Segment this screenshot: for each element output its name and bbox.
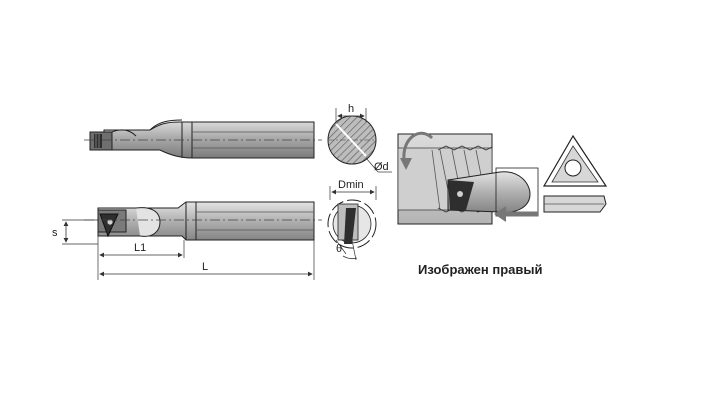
- label-s: s: [52, 227, 58, 239]
- bar-top-view: [84, 119, 322, 159]
- insert-top-view: [542, 134, 608, 187]
- orientation-caption: Изображен правый: [418, 262, 543, 277]
- bar-side-view: [84, 201, 322, 241]
- label-l1: L1: [134, 242, 146, 254]
- insert-side-view: [543, 195, 607, 213]
- label-h: h: [348, 103, 354, 115]
- dimension-s: s: [52, 219, 98, 245]
- label-dmin: Dmin: [338, 179, 364, 191]
- dimension-l1: L1: [97, 236, 185, 280]
- dmin-detail: Dmin θ: [327, 179, 377, 261]
- workpiece-illustration: [397, 131, 539, 225]
- label-l: L: [202, 261, 208, 273]
- label-d: Ød: [374, 161, 389, 173]
- label-theta: θ: [336, 243, 342, 255]
- cross-section: h Ød: [327, 103, 392, 173]
- dimension-l: L: [99, 240, 315, 280]
